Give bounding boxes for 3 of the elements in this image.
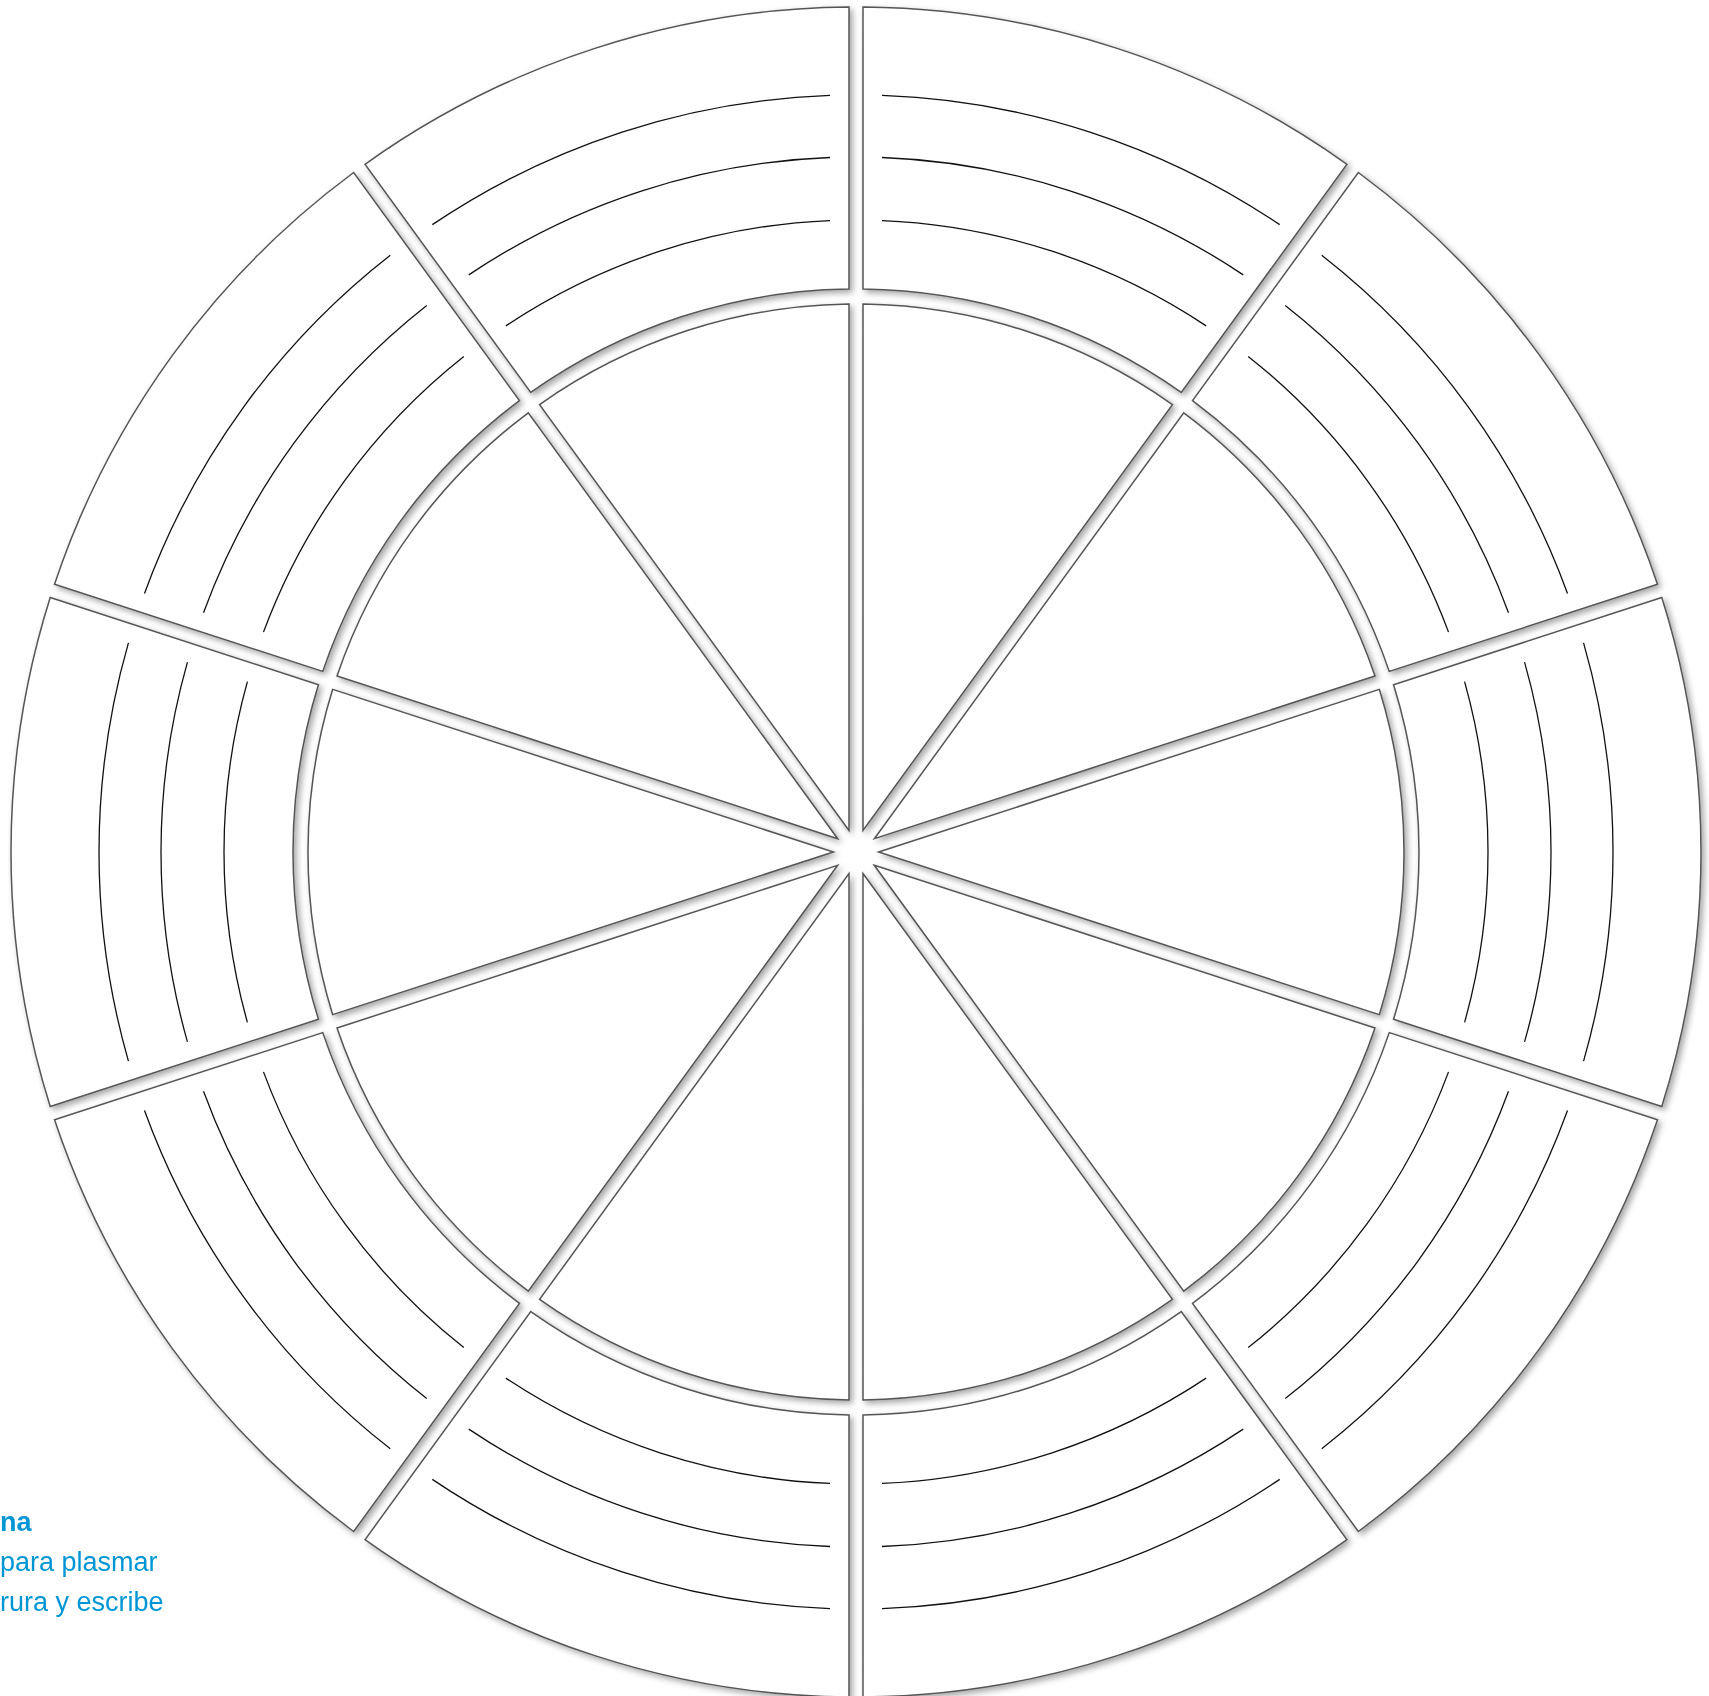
- instruction-text: na: [0, 1506, 32, 1539]
- instruction-text: rura y escribe: [0, 1586, 164, 1619]
- instruction-text: para plasmar: [0, 1546, 158, 1579]
